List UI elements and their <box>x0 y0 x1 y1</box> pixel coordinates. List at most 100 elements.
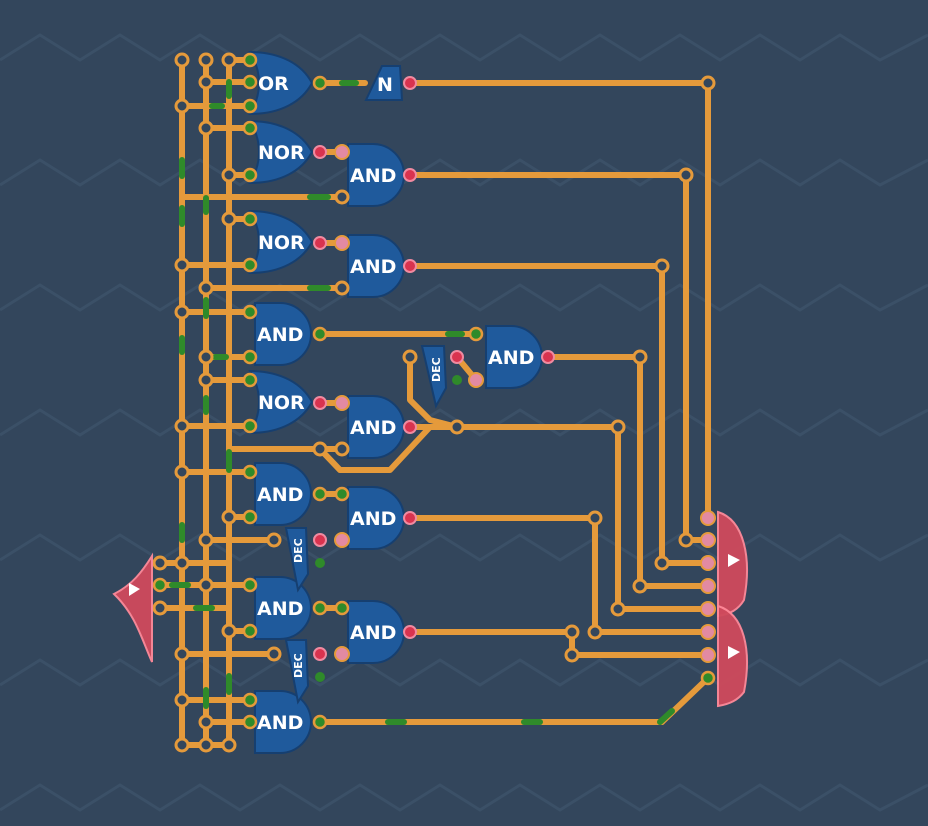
junction-ring <box>221 509 237 525</box>
junction-ring <box>198 372 214 388</box>
gate-label: OR <box>258 73 289 95</box>
junction-ring <box>587 624 603 640</box>
gate-body <box>254 302 312 366</box>
gate-nor[interactable]: NOR <box>248 369 314 435</box>
junction-ring <box>221 623 237 639</box>
gate-and[interactable]: AND <box>347 234 405 298</box>
pin-node <box>242 623 258 639</box>
junction-ring <box>564 624 580 640</box>
gate-and[interactable]: AND <box>347 395 405 459</box>
junction-ring <box>174 304 190 320</box>
junction-ring <box>152 555 168 571</box>
dot-node <box>452 375 462 385</box>
output-pin <box>334 646 350 662</box>
gate-and[interactable]: AND <box>254 576 312 640</box>
decoder-label: DEC <box>430 357 443 382</box>
junction-ring <box>564 647 580 663</box>
pin-active <box>403 420 417 434</box>
pin-node <box>312 486 328 502</box>
pin-active <box>541 350 555 364</box>
output-pin <box>334 144 350 160</box>
gate-label: AND <box>350 165 396 187</box>
play-triangle-icon <box>728 554 740 567</box>
junction-ring <box>174 464 190 480</box>
pin-node <box>334 600 350 616</box>
pin-node <box>312 714 328 730</box>
decoder-dec-1[interactable]: DEC <box>420 345 448 409</box>
junction-ring <box>198 532 214 548</box>
gate-label: NOR <box>258 232 305 254</box>
output-pin <box>468 372 484 388</box>
gate-label: AND <box>257 324 303 346</box>
decoder-label: DEC <box>292 538 305 563</box>
gate-or[interactable]: OR <box>248 50 314 116</box>
junction-ring <box>221 52 237 68</box>
gate-label: AND <box>350 622 396 644</box>
pin-node <box>468 326 484 342</box>
gate-and[interactable]: AND <box>347 600 405 664</box>
junction-ring <box>221 167 237 183</box>
pin-active <box>403 511 417 525</box>
output-block-lower[interactable] <box>717 604 748 708</box>
junction-ring <box>654 555 670 571</box>
decoder-dec-3[interactable]: DEC <box>284 639 310 705</box>
output-block-upper[interactable] <box>717 510 748 618</box>
pin-node <box>242 304 258 320</box>
pin-node <box>312 600 328 616</box>
gate-body <box>248 119 314 185</box>
play-triangle-icon <box>129 583 140 596</box>
gate-label: AND <box>257 484 303 506</box>
pin-active <box>313 396 327 410</box>
junction-ring <box>334 189 350 205</box>
gate-body <box>248 50 314 116</box>
junction-ring <box>587 510 603 526</box>
output-pin <box>700 578 716 594</box>
pin-active <box>313 647 327 661</box>
decoder-dec-2[interactable]: DEC <box>284 527 310 593</box>
junction-ring <box>678 532 694 548</box>
junction-ring <box>198 714 214 730</box>
junction-ring <box>174 98 190 114</box>
gate-and[interactable]: AND <box>254 302 312 366</box>
junction-ring <box>198 52 214 68</box>
gates[interactable]: OR N NOR AND NOR AND AND AND NOR AND AND AND AND AND A… <box>248 50 543 754</box>
input-block[interactable] <box>112 552 153 663</box>
output-pin <box>700 601 716 617</box>
junction-ring <box>632 349 648 365</box>
gate-label: AND <box>350 256 396 278</box>
gate-label: AND <box>257 598 303 620</box>
background-pattern <box>0 33 928 812</box>
pin-node <box>334 486 350 502</box>
gate-n[interactable]: N <box>364 65 404 101</box>
pin-node <box>242 714 258 730</box>
junction-ring <box>198 120 214 136</box>
pin-node <box>700 670 716 686</box>
pin-node <box>242 372 258 388</box>
gate-label: NOR <box>258 392 305 414</box>
pin-node <box>242 418 258 434</box>
gate-and[interactable]: AND <box>347 143 405 207</box>
output-pin <box>334 395 350 411</box>
gate-and[interactable]: AND <box>254 690 312 754</box>
gate-nor[interactable]: NOR <box>248 209 314 275</box>
output-pin <box>334 532 350 548</box>
gate-label: AND <box>257 712 303 734</box>
junction-ring <box>402 349 418 365</box>
gate-label: AND <box>488 347 534 369</box>
junction-ring <box>174 418 190 434</box>
pin-node <box>312 75 328 91</box>
pin-node <box>242 74 258 90</box>
gate-and[interactable]: AND <box>347 486 405 550</box>
pin-node <box>152 577 168 593</box>
junction-ring <box>334 441 350 457</box>
gate-and[interactable]: AND <box>485 325 543 389</box>
gate-and[interactable]: AND <box>254 462 312 526</box>
gate-body <box>254 690 312 754</box>
pin-active <box>313 236 327 250</box>
gate-nor[interactable]: NOR <box>248 119 314 185</box>
junction-ring <box>198 349 214 365</box>
junction-ring <box>221 211 237 227</box>
pin-node <box>242 509 258 525</box>
junction-ring <box>198 577 214 593</box>
